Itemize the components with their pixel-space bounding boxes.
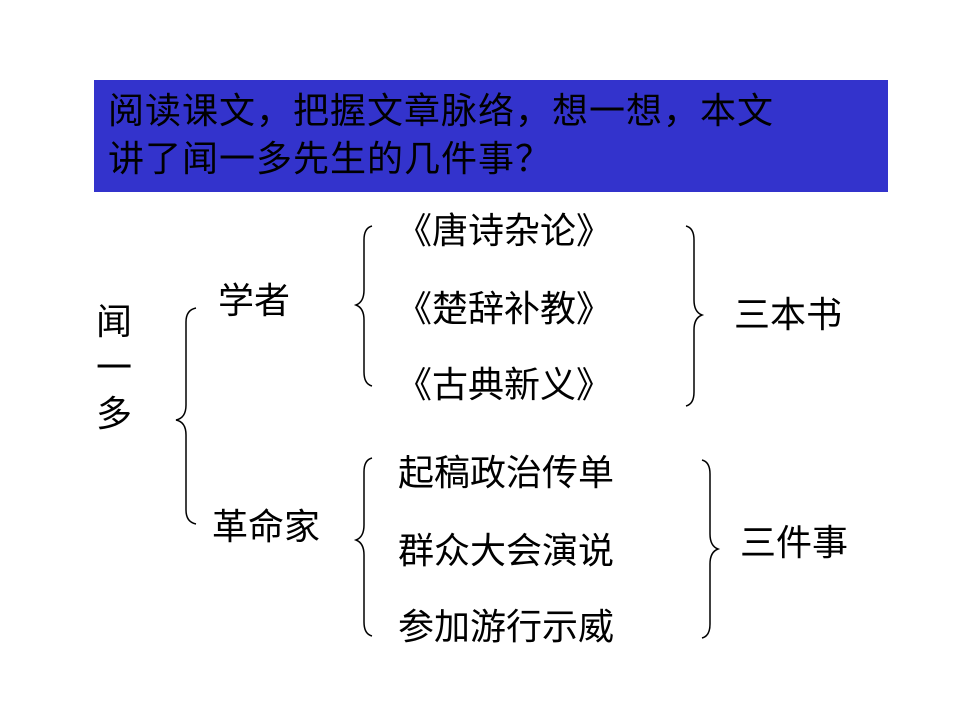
revolutionary-event-item: 参加游行示威 [398, 607, 615, 648]
revolutionary-right-brace [701, 459, 721, 639]
scholar-right-brace [685, 225, 705, 407]
scholar-summary: 三本书 [734, 295, 843, 336]
question-line-1: 阅读课文，把握文章脉络，想一想，本文 [108, 91, 775, 132]
revolutionary-event-item: 起稿政治传单 [398, 453, 615, 494]
revolutionary-event-item: 群众大会演说 [398, 531, 615, 572]
question-line-2: 讲了闻一多先生的几件事？ [108, 139, 553, 180]
role-label-revolutionary: 革命家 [212, 507, 321, 548]
subject-char: 一 [96, 348, 133, 389]
scholar-book-item: 《唐诗杂论》 [396, 211, 613, 252]
scholar-book-item: 《楚辞补教》 [396, 289, 613, 330]
subject-name: 闻 一 多 [96, 300, 136, 438]
subject-char: 多 [96, 394, 133, 435]
scholar-book-item: 《古典新义》 [396, 365, 613, 406]
revolutionary-left-brace [353, 457, 373, 637]
main-brace [175, 307, 197, 525]
subject-char: 闻 [96, 302, 133, 343]
revolutionary-summary: 三件事 [740, 523, 849, 564]
question-banner: 阅读课文，把握文章脉络，想一想，本文 讲了闻一多先生的几件事？ [94, 80, 888, 192]
scholar-left-brace [353, 225, 373, 387]
role-label-scholar: 学者 [218, 281, 291, 322]
